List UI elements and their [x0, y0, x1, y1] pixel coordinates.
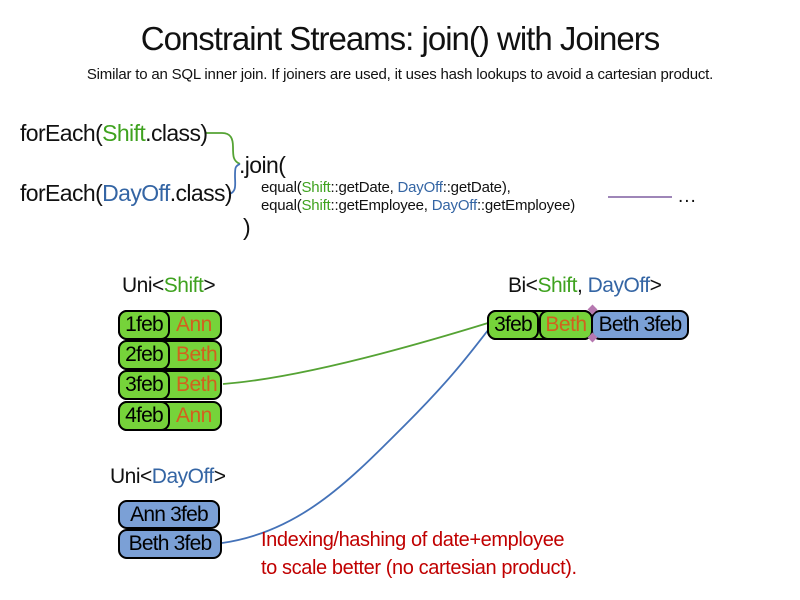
label-text: Bi<: [508, 274, 538, 297]
code-text: .class): [169, 180, 233, 206]
annotation-line-1: Indexing/hashing of date+employee: [261, 529, 565, 551]
dayoff-to-result-line: [221, 328, 490, 544]
dayoff-class-token: DayOff: [102, 180, 170, 206]
dayoff-class-token: DayOff: [431, 197, 477, 214]
code-join-open: .join(: [239, 152, 286, 178]
brace-blue-curve: [228, 163, 241, 195]
shift-class-token: Shift: [301, 197, 331, 214]
shift-row-4feb: 4feb Ann: [118, 401, 222, 431]
code-join-close: ): [243, 214, 251, 240]
code-text: equal(: [261, 197, 302, 214]
shift-row-1feb: 1feb Ann: [118, 310, 222, 340]
code-foreach-dayoff: forEach(DayOff.class): [20, 180, 233, 207]
page-subtitle: Similar to an SQL inner join. If joiners…: [86, 66, 714, 83]
shift-row-2feb: 2feb Beth: [118, 340, 222, 370]
code-foreach-shift: forEach(Shift.class): [20, 120, 208, 147]
label-text: Uni<: [122, 274, 164, 297]
code-text: forEach(: [20, 180, 103, 206]
shift-class-token: Shift: [163, 274, 204, 297]
bi-result-dayoff-part: Beth 3feb: [591, 310, 689, 340]
shift-date-cell: 3feb: [118, 370, 170, 400]
label-text: >: [649, 274, 662, 297]
brace-green-curve: [206, 132, 241, 165]
code-text: equal(: [261, 179, 302, 196]
code-joiner-date: equal(Shift::getDate, DayOff::getDate),: [261, 179, 511, 196]
code-text: ::getEmployee): [476, 197, 576, 214]
shift-date-cell: 1feb: [118, 310, 170, 340]
code-text: ::getDate),: [442, 179, 511, 196]
dayoff-class-token: DayOff: [151, 465, 214, 488]
code-text: .class): [145, 120, 208, 146]
uni-shift-label: Uni<Shift>: [122, 274, 216, 298]
shift-to-result-line: [222, 322, 489, 385]
code-text: forEach(: [20, 120, 103, 146]
code-joiner-employee: equal(Shift::getEmployee, DayOff::getEmp…: [261, 197, 575, 214]
dayoff-class-token: DayOff: [587, 274, 650, 297]
code-text: ::getEmployee,: [330, 197, 432, 214]
label-text: Uni<: [110, 465, 152, 488]
shift-class-token: Shift: [301, 179, 331, 196]
shift-date-cell: 2feb: [118, 340, 170, 370]
bi-employee-cell: Beth: [539, 310, 593, 340]
dayoff-row-ann: Ann 3feb: [118, 500, 220, 529]
shift-employee-cell: Ann: [176, 313, 212, 336]
annotation-line-2: to scale better (no cartesian product).: [261, 557, 577, 579]
dayoff-row-beth: Beth 3feb: [118, 529, 222, 559]
bi-result-shift-part: 3feb Beth: [487, 310, 593, 340]
page-title: Constraint Streams: join() with Joiners: [140, 20, 661, 57]
shift-employee-cell: Beth: [176, 373, 218, 396]
shift-employee-cell: Ann: [176, 404, 212, 427]
shift-date-cell: 4feb: [118, 401, 170, 431]
label-text: ,: [576, 274, 588, 297]
code-text: ::getDate,: [330, 179, 398, 196]
bi-date-cell: 3feb: [487, 310, 539, 340]
dayoff-class-token: DayOff: [397, 179, 443, 196]
bi-result-label: Bi<Shift, DayOff>: [508, 274, 662, 298]
shift-class-token: Shift: [102, 120, 146, 146]
shift-class-token: Shift: [537, 274, 577, 297]
more-joiners-ellipsis: ...: [678, 186, 697, 207]
uni-dayoff-label: Uni<DayOff>: [110, 465, 226, 489]
label-text: >: [203, 274, 216, 297]
shift-employee-cell: Beth: [176, 343, 218, 366]
label-text: >: [213, 465, 226, 488]
shift-row-3feb: 3feb Beth: [118, 370, 222, 400]
